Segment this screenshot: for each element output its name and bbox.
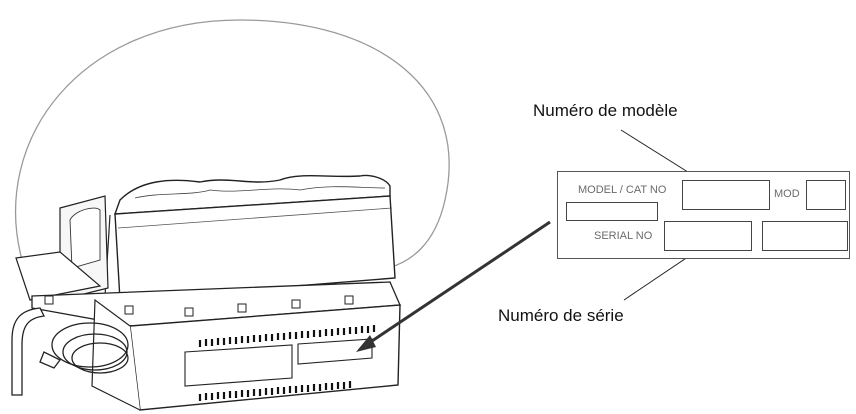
- mod-box: [806, 180, 846, 210]
- pointer-arrow: [356, 220, 551, 352]
- model-cat-no-label: MODEL / CAT NO: [578, 184, 667, 196]
- base-panel-left: [184, 344, 293, 387]
- outline-arc: [14, 19, 450, 269]
- serial-no-label: SERIAL NO: [594, 230, 653, 242]
- base-panel-right: [297, 338, 373, 365]
- mod-label: MOD: [774, 188, 800, 200]
- model-cat-no-box: [682, 180, 770, 210]
- vent-row-bottom: [198, 381, 352, 401]
- extra-box: [566, 202, 658, 221]
- log-bed: [113, 174, 391, 215]
- serial-no-box: [664, 221, 752, 251]
- insert-body: [114, 195, 396, 301]
- rating-label-plate: MODEL / CAT NO MOD SERIAL NO: [557, 171, 850, 259]
- serial-number-callout: Numéro de série: [498, 306, 624, 325]
- model-number-callout: Numéro de modèle: [533, 101, 678, 120]
- vent-row-top: [198, 325, 376, 347]
- power-cord: [39, 322, 129, 374]
- serial-extra-box: [762, 221, 848, 251]
- bracket: [11, 307, 45, 396]
